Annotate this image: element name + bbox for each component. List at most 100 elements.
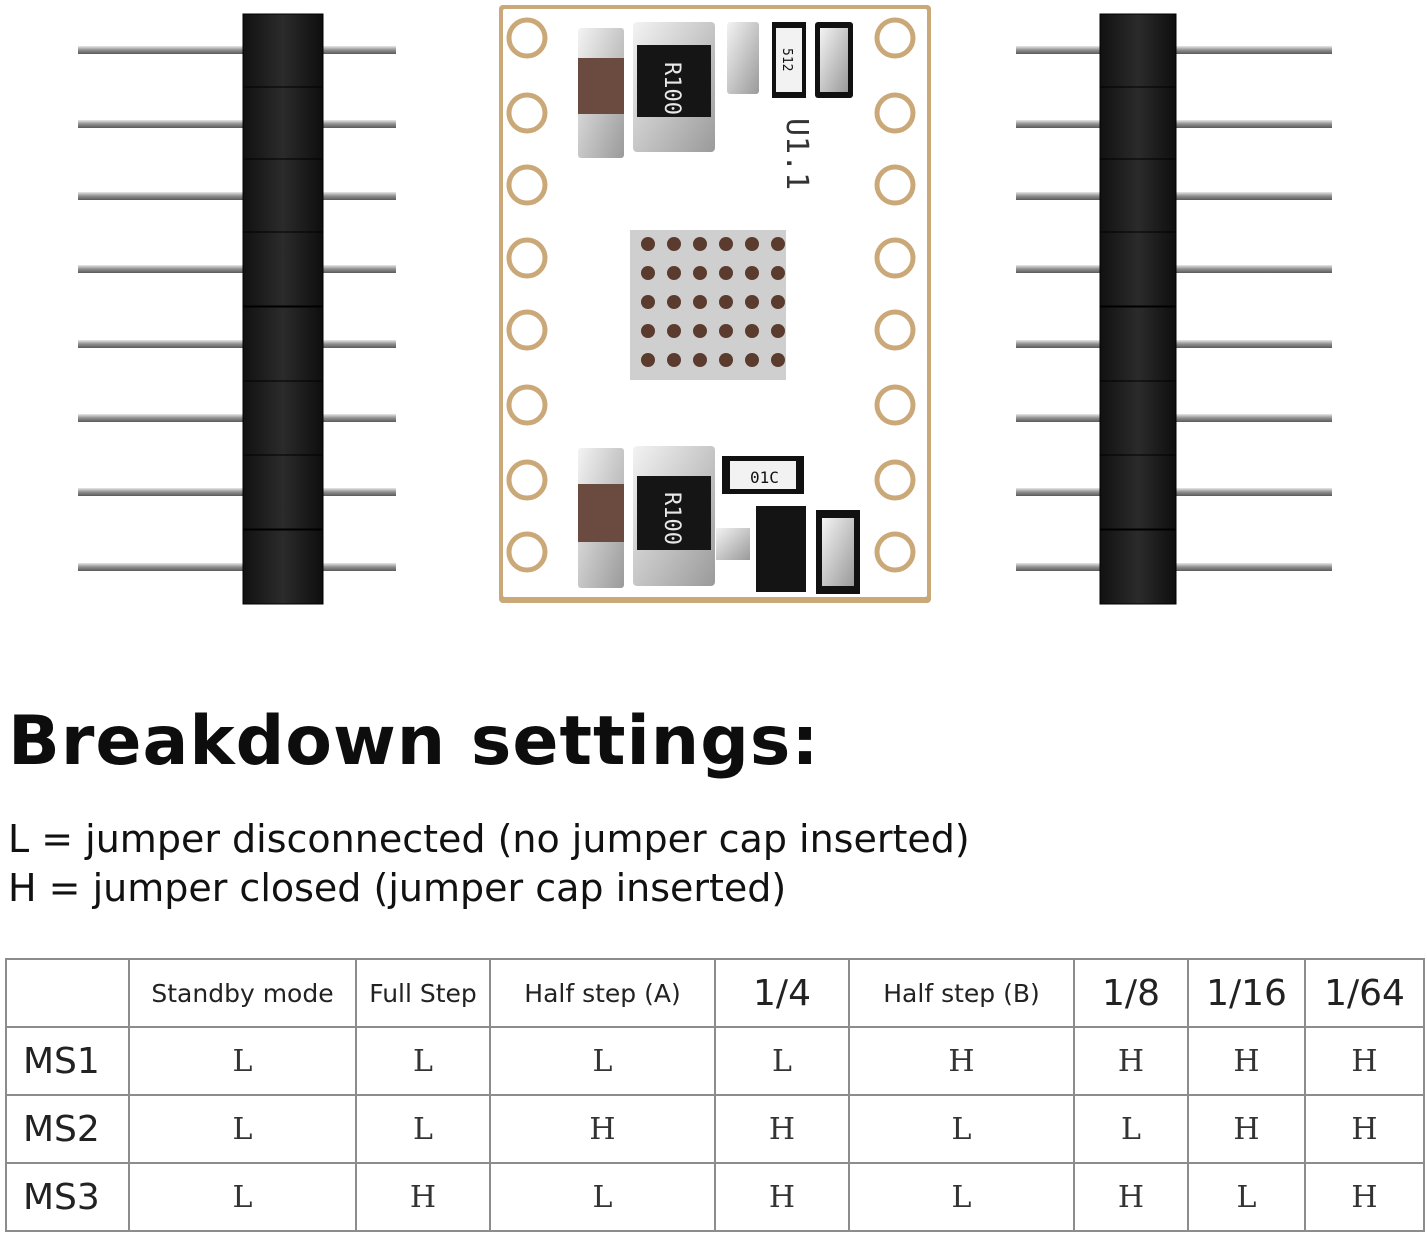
header-pin [1016,563,1106,571]
via [745,237,759,251]
table-cell: H [1187,1094,1306,1164]
header-pin [1016,120,1106,128]
header-sixty-fourth-step: 1/64 [1304,958,1425,1028]
header-pin [1170,46,1332,54]
header-block [242,306,324,382]
header-pin [1170,414,1332,422]
via [719,237,733,251]
row-label-ms2: MS2 [5,1094,130,1164]
header-pin [78,265,248,273]
left-pin-header [78,13,396,605]
via [693,295,707,309]
resistor-top-body [637,45,711,117]
pin-hole [874,384,916,426]
header-block [1099,158,1177,234]
smd-bottom-label: 01C [750,468,779,487]
header-eighth-step: 1/8 [1073,958,1189,1028]
header-pin [318,340,396,348]
left-pin-holes [506,17,548,573]
right-pin-holes [874,17,916,573]
driver-board: R100 512 U1.1 R100 01C [499,5,931,603]
capacitor-bottom-body [578,484,624,542]
header-pin [1170,563,1332,571]
header-block [242,158,324,234]
via [641,353,655,367]
table-cell: H [1304,1026,1425,1096]
product-image: R100 512 U1.1 R100 01C [78,5,1332,605]
header-block [242,529,324,605]
via [693,353,707,367]
header-pin [318,488,396,496]
table-cell: H [489,1094,716,1164]
legend-h-line: H = jumper closed (jumper cap inserted) [8,866,787,910]
header-pin [1016,414,1106,422]
table-cell: H [848,1026,1075,1096]
row-label-ms1: MS1 [5,1026,130,1096]
table-row-ms2: MS2 L L H H L L H H [5,1094,1425,1164]
resistor-bottom-body [637,476,711,550]
header-pin [78,488,248,496]
header-pin [318,46,396,54]
smd-part-left [727,22,759,94]
via [771,295,785,309]
resistor-bottom-label: R100 [659,492,684,545]
table-row-ms3: MS3 L H L H L H L H [5,1162,1425,1232]
right-pin-header [1016,13,1332,605]
header-pin [78,340,248,348]
table-header-row: Standby mode Full Step Half step (A) 1/4… [5,958,1425,1028]
via [641,237,655,251]
via [719,324,733,338]
pin-hole [874,17,916,59]
header-block [1099,306,1177,382]
row-label-ms3: MS3 [5,1162,130,1232]
via [641,324,655,338]
capacitor-top-body [578,58,624,114]
version-label: U1.1 [779,118,814,190]
pin-hole [506,237,548,279]
via [719,295,733,309]
legend-l-line: L = jumper disconnected (no jumper cap i… [8,817,970,861]
header-block [1099,529,1177,605]
header-pin [318,414,396,422]
via [641,295,655,309]
via [693,324,707,338]
header-pin [318,192,396,200]
header-pin [78,120,248,128]
header-half-step-b: Half step (B) [848,958,1075,1028]
header-pin [1170,340,1332,348]
table-cell: H [1073,1026,1189,1096]
header-block [1099,380,1177,456]
pin-hole [506,309,548,351]
via [667,266,681,280]
header-pin [318,563,396,571]
table-cell: H [1187,1026,1306,1096]
via [745,353,759,367]
header-half-step-a: Half step (A) [489,958,716,1028]
header-block [242,454,324,530]
via [745,295,759,309]
table-cell: L [489,1026,716,1096]
header-pin [1016,488,1106,496]
header-pin [1170,488,1332,496]
table-cell: H [1304,1162,1425,1232]
via [719,266,733,280]
header-pin [1170,192,1332,200]
via [641,266,655,280]
header-block [242,13,324,89]
header-pin [1170,265,1332,273]
header-pin [1016,192,1106,200]
table-cell: L [848,1094,1075,1164]
via [667,324,681,338]
table-cell: H [1073,1162,1189,1232]
pin-hole [506,164,548,206]
pin-hole [506,92,548,134]
header-quarter-step: 1/4 [714,958,850,1028]
pin-hole [874,459,916,501]
header-cell-empty [5,958,130,1028]
header-block [242,231,324,307]
header-pin [318,120,396,128]
via [667,353,681,367]
header-block [1099,86,1177,162]
via [667,295,681,309]
table-cell: H [714,1162,850,1232]
